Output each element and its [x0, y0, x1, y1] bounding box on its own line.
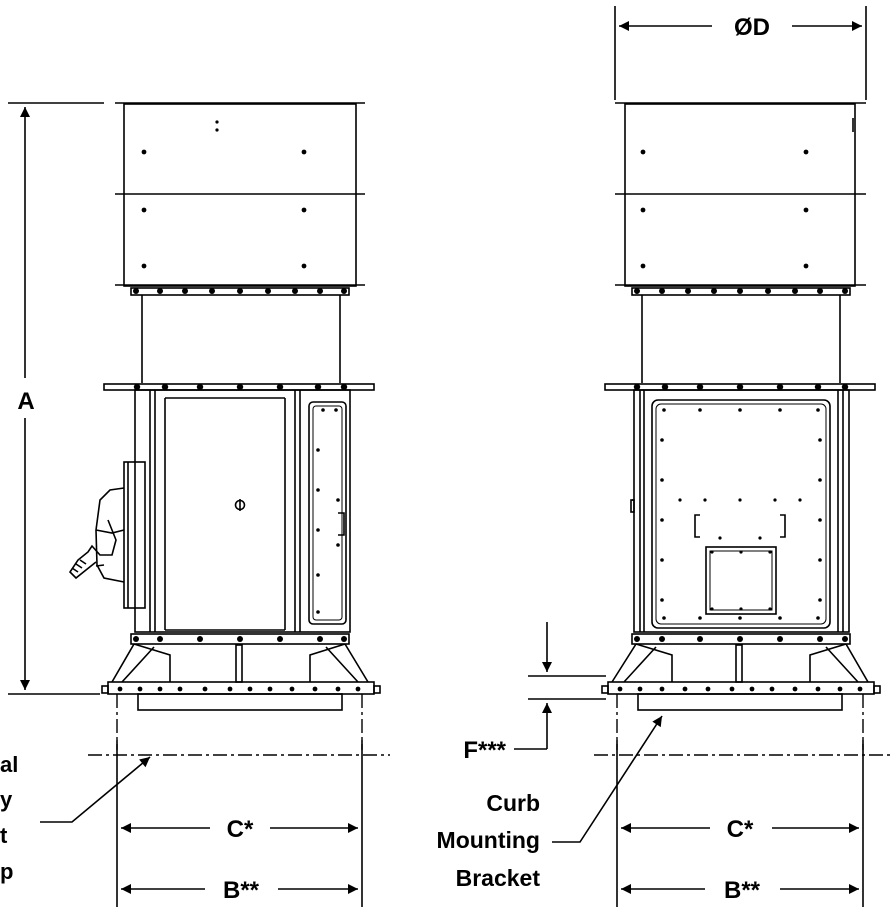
- left-dimension-b: B**: [121, 877, 358, 904]
- right-dimension-c: C*: [616, 740, 864, 907]
- right-dimension-b: B**: [621, 877, 859, 904]
- left-partial-line-4: p: [0, 859, 13, 884]
- left-dimension-b-label: B**: [223, 877, 260, 904]
- left-fan-view: [68, 102, 390, 756]
- left-partial-label: al y t p: [0, 752, 151, 884]
- dimension-a: A: [8, 102, 104, 695]
- left-base: [101, 633, 381, 750]
- left-partial-line-3: t: [0, 823, 8, 848]
- curb-bracket-line-3: Bracket: [456, 865, 541, 891]
- left-fan-housing: [134, 389, 351, 633]
- right-top-stack: [615, 102, 866, 287]
- left-upper-flange: [130, 287, 350, 383]
- left-dimension-c-label: C*: [227, 816, 254, 843]
- left-motor-assembly: [68, 461, 146, 609]
- dimension-f-label: F***: [463, 737, 506, 764]
- dimension-f: F***: [463, 622, 606, 764]
- curb-bracket-line-2: Mounting: [437, 827, 540, 853]
- left-partial-line-2: y: [0, 787, 13, 812]
- dimension-d-label: ØD: [734, 14, 770, 41]
- right-dimension-b-label: B**: [724, 877, 761, 904]
- right-upper-flange: [631, 287, 851, 383]
- curb-bracket-callout: Curb Mounting Bracket: [437, 715, 663, 891]
- left-middle-flange: [103, 383, 375, 391]
- curb-bracket-line-1: Curb: [486, 790, 540, 816]
- left-partial-line-1: al: [0, 752, 18, 777]
- right-dimension-c-label: C*: [727, 816, 754, 843]
- right-fan-housing: [630, 389, 850, 633]
- left-dimension-c: C*: [116, 740, 363, 907]
- dimension-d: ØD: [614, 6, 867, 100]
- dimension-a-label: A: [17, 388, 34, 415]
- right-fan-view: [594, 102, 890, 756]
- left-top-stack: [115, 102, 365, 287]
- right-base: [601, 633, 881, 750]
